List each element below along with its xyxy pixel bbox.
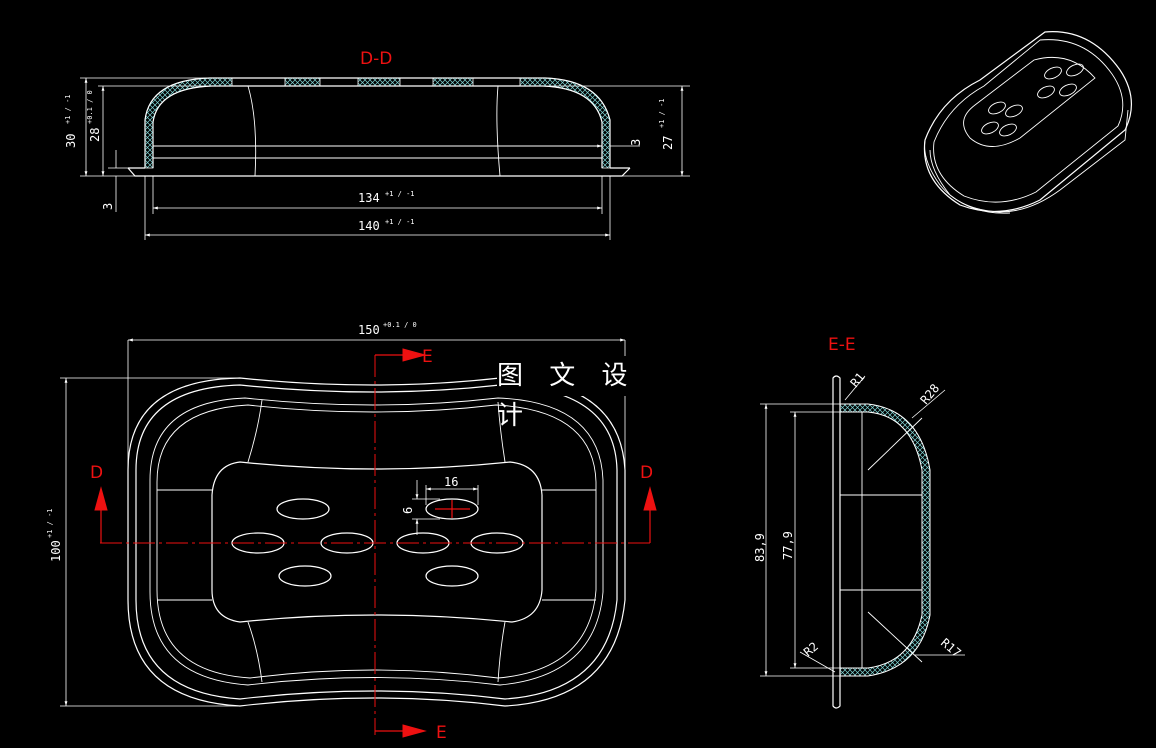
ee-dim-83-9: 83,9 xyxy=(753,533,767,562)
dd-dim-3-right: 3 xyxy=(629,139,643,146)
dd-top-hatch-1 xyxy=(284,77,321,87)
watermark-text: 图 文 设 计 xyxy=(497,356,667,431)
cut-label-d-left: D xyxy=(90,463,103,483)
cut-label-e-top: E xyxy=(422,347,433,367)
section-d-markers: D D xyxy=(90,463,657,543)
dd-flange-right xyxy=(602,167,631,177)
dd-dim-right: 27 +1 / -1 3 xyxy=(545,85,690,177)
dd-top-hatch-2 xyxy=(357,77,401,87)
plan-dim-100-text: 100 xyxy=(49,540,63,562)
dd-dim-134-tol: +1 / -1 xyxy=(385,190,415,198)
dd-dim-28-tol: +0.1 / 0 xyxy=(86,90,94,124)
section-dd-title: D-D xyxy=(360,49,392,69)
dd-dim-27: 27 xyxy=(661,136,675,150)
dd-dim-28: 28 xyxy=(88,128,102,142)
ee-dim-77-9: 77,9 xyxy=(781,531,795,560)
section-ee-title: E-E xyxy=(828,335,856,355)
hole-dim-16: 16 xyxy=(444,475,458,489)
plan-ribs xyxy=(157,399,596,683)
dd-dim-30-tol: +1 / -1 xyxy=(64,94,72,124)
plan-dim-150-tol: +0.1 / 0 xyxy=(383,321,417,329)
plan-dim-150-text: 150 xyxy=(358,323,380,337)
plan-view: D D E E 150 +0.1 / 0 100 +1 xyxy=(46,321,657,743)
ee-radius-r28: R28 xyxy=(918,381,943,407)
dd-wall-hatch-right xyxy=(519,77,611,169)
drain-hole xyxy=(278,565,332,587)
dd-outer-profile xyxy=(144,77,611,168)
dd-wall-hatch-left xyxy=(144,77,233,169)
ee-dims: 83,9 77,9 R1 R28 R2 R17 xyxy=(753,370,965,677)
ee-radius-r17: R17 xyxy=(938,636,964,661)
drain-hole xyxy=(425,498,479,520)
cut-label-d-right: D xyxy=(640,463,653,483)
ee-wall-hatch xyxy=(839,403,931,677)
drain-hole xyxy=(276,498,330,520)
plan-dim-100: 100 +1 / -1 xyxy=(46,377,240,707)
ee-flange xyxy=(832,375,841,709)
dd-dim-140-tol: +1 / -1 xyxy=(385,218,415,226)
plan-outline-2 xyxy=(135,384,618,700)
section-e-markers: E E xyxy=(375,347,447,743)
hole-dim-6: 6 xyxy=(401,507,415,514)
dd-inner-profile xyxy=(152,85,603,168)
dd-inner-verticals xyxy=(153,85,602,177)
ee-inner-lines xyxy=(840,412,923,668)
section-ee-view: E-E 83,9 77,9 R1 R28 R2 R17 xyxy=(753,335,965,709)
plan-outline-3 xyxy=(149,397,604,686)
section-dd-view: D-D 30 +1 / -1 28 +0.1 / xyxy=(64,49,690,240)
dd-dim-134: 134 xyxy=(358,191,380,205)
dd-dim-140: 140 xyxy=(358,219,380,233)
dd-top-hatch-3 xyxy=(432,77,474,87)
dd-dim-27-tol: +1 / -1 xyxy=(658,98,666,128)
dd-dim-left: 30 +1 / -1 28 +0.1 / 0 3 xyxy=(64,77,212,212)
dd-dim-30: 30 xyxy=(64,134,78,148)
dd-dim-bottom: 134 +1 / -1 140 +1 / -1 xyxy=(144,176,611,240)
dd-flange-left xyxy=(127,167,153,177)
plan-dim-100-tol: +1 / -1 xyxy=(46,508,54,538)
plan-outline-4 xyxy=(156,404,597,679)
ee-radius-r1: R1 xyxy=(848,370,868,390)
cut-label-e-bottom: E xyxy=(436,723,447,743)
isometric-view xyxy=(923,31,1133,214)
hole-dims: 16 6 xyxy=(401,475,479,535)
plan-central-recess xyxy=(211,461,543,623)
plan-outer-outline xyxy=(127,377,626,707)
ee-radius-r2: R2 xyxy=(801,639,821,659)
dd-dim-3-left: 3 xyxy=(101,203,115,210)
drain-hole xyxy=(425,565,479,587)
